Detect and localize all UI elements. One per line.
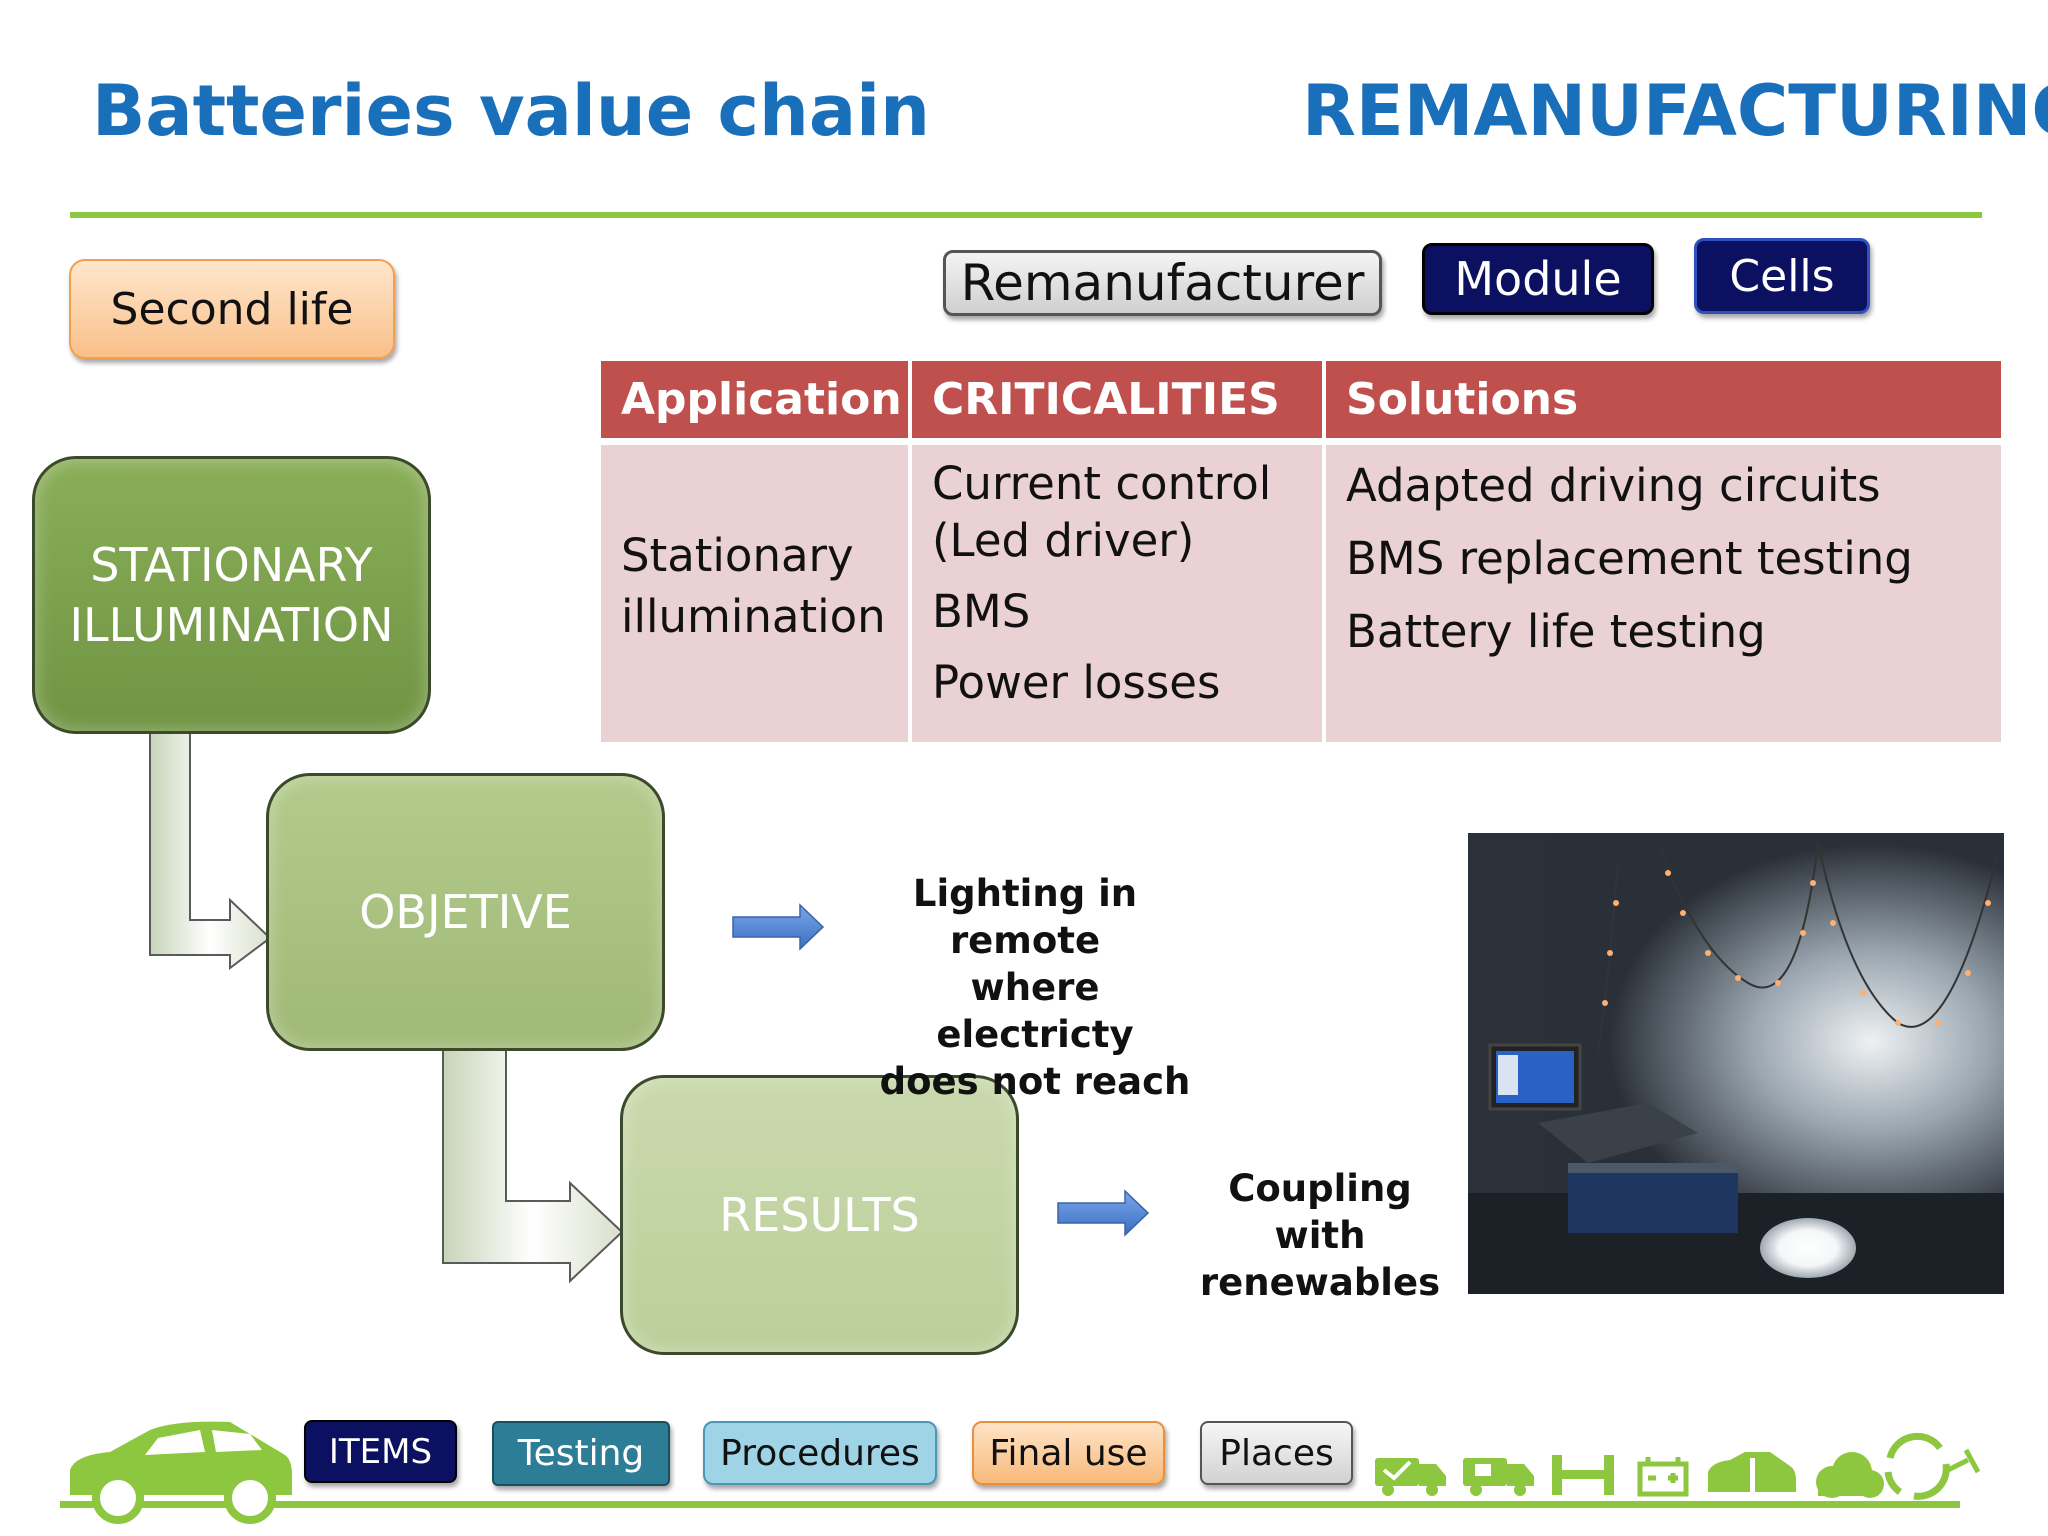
footer-line	[60, 1501, 1960, 1508]
objective-arrow-icon	[732, 903, 825, 951]
results-label: RESULTS	[719, 1188, 920, 1242]
cells-label: Cells	[1729, 250, 1835, 302]
procedures-label: Procedures	[720, 1432, 920, 1474]
module-tag[interactable]: Module	[1422, 243, 1654, 315]
page-title: Batteries value chain	[92, 70, 930, 152]
connector-arrow-2	[442, 1047, 624, 1284]
application-line-1: Stationary	[621, 529, 854, 582]
places-button[interactable]: Places	[1200, 1421, 1353, 1485]
cell-solutions: Adapted driving circuits BMS replacement…	[1326, 445, 2001, 742]
module-label: Module	[1454, 252, 1622, 306]
objective-note-line-1: Lighting in remote	[912, 872, 1138, 962]
car-icon	[70, 1421, 292, 1524]
items-button[interactable]: ITEMS	[304, 1420, 457, 1483]
criticality-2: (Led driver)	[932, 514, 1195, 567]
solution-1: Adapted driving circuits	[1346, 459, 1881, 512]
battery-truck-icon	[1463, 1458, 1534, 1496]
objective-note: Lighting in remote where electricty does…	[850, 870, 1200, 1105]
testing-button[interactable]: Testing	[492, 1421, 670, 1486]
cell-criticalities: Current control (Led driver) BMS Power l…	[912, 445, 1322, 742]
testing-label: Testing	[517, 1433, 645, 1474]
tools-icon	[1552, 1455, 1614, 1495]
items-label: ITEMS	[328, 1431, 433, 1472]
remanufacturer-label: Remanufacturer	[960, 254, 1365, 312]
criticalities-table: Application CRITICALITIES Solutions Stat…	[601, 361, 2001, 742]
final-use-button[interactable]: Final use	[972, 1421, 1165, 1485]
cloud-icon	[1816, 1452, 1884, 1498]
solution-3: Battery life testing	[1346, 605, 1766, 658]
battery-icon	[1637, 1457, 1689, 1497]
remanufacturer-tag[interactable]: Remanufacturer	[943, 250, 1382, 316]
room-lighting-photo	[1468, 833, 2004, 1294]
results-note-line-2: renewables	[1199, 1261, 1441, 1304]
objective-label: OBJETIVE	[359, 885, 572, 939]
connector-arrow-1	[149, 729, 272, 970]
second-life-label: Second life	[110, 283, 354, 335]
objective-note-line-3: does not reach	[879, 1060, 1191, 1103]
application-line-2: illumination	[621, 590, 886, 643]
header-application: Application	[601, 361, 908, 438]
criticality-1: Current control	[932, 457, 1272, 510]
footer-graphics	[60, 1421, 1981, 1524]
header-solutions: Solutions	[1326, 361, 2001, 438]
second-life-tag[interactable]: Second life	[69, 259, 395, 359]
header-criticalities: CRITICALITIES	[912, 361, 1322, 438]
cells-tag[interactable]: Cells	[1694, 238, 1870, 314]
objective-note-line-2: where electricty	[936, 966, 1134, 1056]
cell-application: Stationary illumination	[601, 445, 908, 742]
solution-2: BMS replacement testing	[1346, 532, 1913, 585]
criticality-4: Power losses	[932, 656, 1221, 709]
header-divider	[70, 212, 1982, 218]
results-box: RESULTS	[620, 1075, 1019, 1355]
final-use-label: Final use	[989, 1432, 1148, 1474]
car-outline-icon	[1708, 1452, 1796, 1492]
places-label: Places	[1219, 1432, 1334, 1474]
section-title: REMANUFACTURING	[1302, 70, 2048, 152]
results-note-line-1: Coupling with	[1228, 1167, 1412, 1257]
truck-icon	[1375, 1458, 1446, 1496]
recycle-plug-icon	[1884, 1432, 1981, 1500]
criticality-3: BMS	[932, 585, 1031, 638]
step1-line-2: ILLUMINATION	[69, 598, 394, 652]
stationary-illumination-box: STATIONARY ILLUMINATION	[32, 456, 431, 734]
procedures-button[interactable]: Procedures	[703, 1421, 937, 1485]
objective-box: OBJETIVE	[266, 773, 665, 1051]
step1-line-1: STATIONARY	[90, 538, 373, 592]
results-arrow-icon	[1057, 1189, 1150, 1237]
results-note: Coupling with renewables	[1185, 1165, 1455, 1306]
